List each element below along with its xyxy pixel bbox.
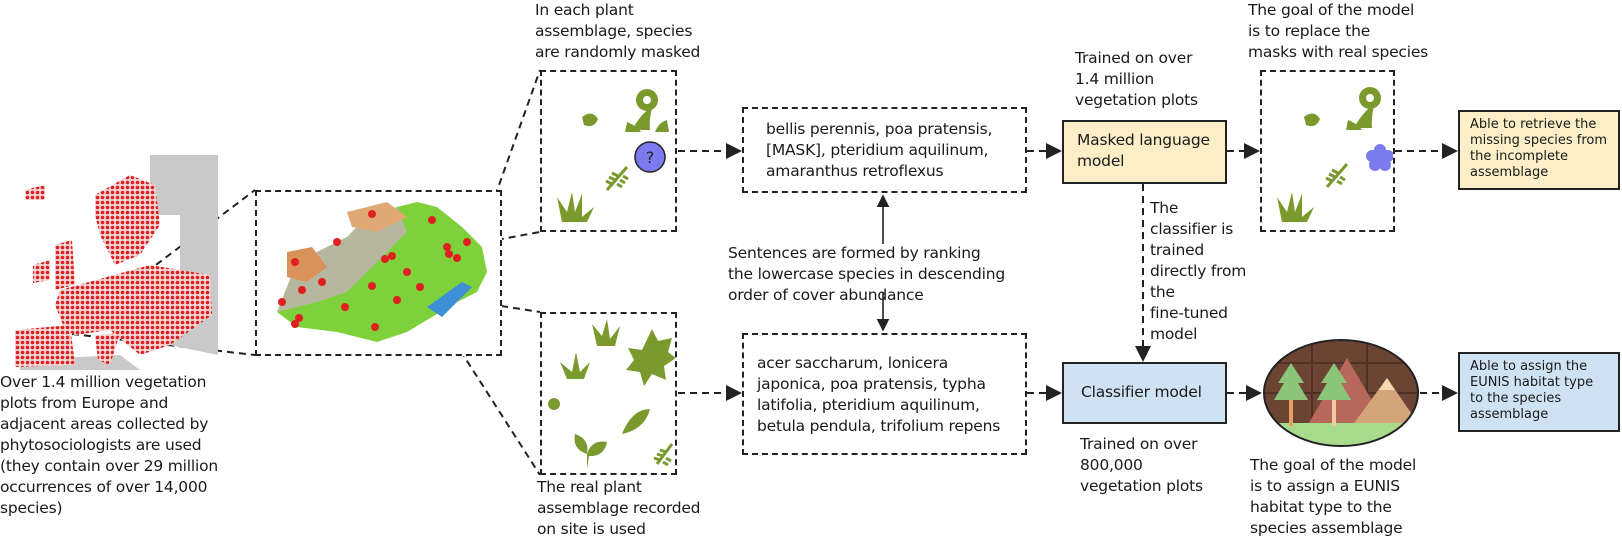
tree-icon: [1274, 363, 1308, 426]
cattail-icon: [560, 352, 590, 379]
flower-icon: [1346, 87, 1381, 130]
real-sentence-box: acer saccharum, lonicera japonica, poa p…: [742, 333, 1027, 455]
region-map: [277, 202, 487, 342]
masked-sentence-box: bellis perennis, poa pratensis, [MASK], …: [742, 107, 1027, 193]
classifier-link-note: The classifier is trained directly from …: [1150, 199, 1247, 343]
real-sentence: acer saccharum, lonicera japonica, poa p…: [757, 354, 1001, 435]
grass-icon: [592, 319, 620, 346]
fern-icon: [653, 443, 674, 467]
tree-icon: [1317, 363, 1351, 426]
classifier-result-box: Able to assign the EUNIS habitat type to…: [1458, 352, 1620, 432]
fern-icon: [1325, 163, 1349, 188]
masked-sentence: bellis perennis, poa pratensis, [MASK], …: [766, 120, 993, 180]
classifier-training-note: Trained on over 800,000 vegetation plots: [1080, 435, 1203, 495]
classifier-goal-caption: The goal of the model is to assign a EUN…: [1250, 456, 1417, 537]
habitat-illustration: [1262, 338, 1420, 448]
masked-assemblage-caption: In each plant assemblage, species are ra…: [535, 1, 701, 61]
grass-icon: [1277, 192, 1314, 222]
leaf-icon: [622, 409, 650, 434]
clover-icon: [548, 398, 560, 410]
restored-assemblage-box: [1260, 70, 1395, 232]
seedling-icon: [574, 434, 607, 469]
svg-text:?: ?: [646, 148, 655, 167]
mask-question-icon: [634, 141, 666, 173]
mlm-training-note: Trained on over 1.4 million vegetation p…: [1075, 49, 1198, 109]
classifier-model-box: Classifier model: [1062, 362, 1227, 424]
leaf-icon: [582, 113, 598, 127]
masked-language-model-box: Masked language model: [1062, 120, 1227, 184]
maple-leaf-icon: [626, 329, 676, 386]
mlm-goal-caption: The goal of the model is to replace the …: [1248, 1, 1429, 61]
sentence-formation-note: Sentences are formed by ranking the lowe…: [728, 244, 1005, 304]
europe-caption: Over 1.4 million vegetation plots from E…: [0, 373, 219, 517]
real-assemblage-box: [540, 312, 677, 475]
europe-map: [0, 155, 218, 370]
classifier-label: Classifier model: [1081, 383, 1202, 401]
mlm-label: Masked language model: [1077, 131, 1210, 170]
flower-icon: [625, 89, 669, 132]
mlm-result-box: Able to retrieve the missing species fro…: [1458, 110, 1620, 190]
masked-assemblage-box: ?: [540, 70, 677, 232]
fern-icon: [605, 166, 629, 191]
restored-species-flower-icon: [1366, 144, 1394, 171]
classifier-result-text: Able to assign the EUNIS habitat type to…: [1470, 359, 1594, 422]
region-map-box: [255, 190, 502, 356]
leaf-icon: [1304, 113, 1320, 127]
grass-icon: [557, 192, 594, 222]
mlm-result-text: Able to retrieve the missing species fro…: [1470, 117, 1607, 180]
real-assemblage-caption: The real plant assemblage recorded on si…: [537, 478, 701, 538]
